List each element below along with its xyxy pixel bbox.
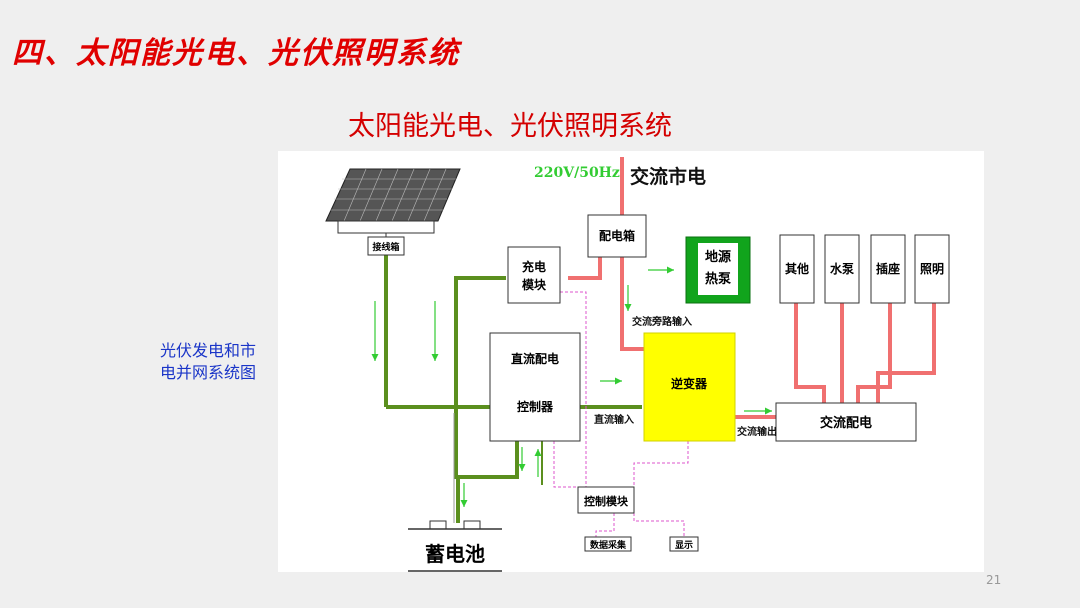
battery-icon <box>408 520 502 572</box>
dc-wiring <box>384 255 642 523</box>
data-collection-label: 数据采集 <box>590 539 627 551</box>
load-box-socket: 插座 <box>870 234 906 304</box>
voltage-label: 220V/50Hz <box>534 165 620 181</box>
ac-distribution-label: 交流配电 <box>820 415 872 431</box>
load-label-other: 其他 <box>785 261 809 276</box>
battery-label: 蓄电池 <box>425 542 485 566</box>
ac-distribution-box: 交流配电 <box>775 402 917 442</box>
charge-module: 充电 模块 <box>507 246 561 304</box>
solar-panel-icon <box>325 168 461 237</box>
bypass-input-label: 交流旁路输入 <box>632 315 692 328</box>
ac-output-label: 交流输出 <box>737 425 777 438</box>
control-wiring <box>553 291 689 537</box>
charge-module-label-1: 充电 <box>522 259 546 274</box>
control-module-label: 控制模块 <box>584 494 629 508</box>
distribution-box-label: 配电箱 <box>599 228 635 243</box>
display-box: 显示 <box>669 536 699 552</box>
distribution-box: 配电箱 <box>587 214 647 258</box>
ac-wiring <box>568 157 936 419</box>
side-caption-line-2: 电并网系统图 <box>160 363 257 382</box>
junction-box-label: 接线箱 <box>372 241 399 253</box>
load-box-pump: 水泵 <box>824 234 860 304</box>
load-label-socket: 插座 <box>876 261 900 276</box>
diagram-title: 太阳能光电、光伏照明系统 <box>348 111 672 142</box>
display-label: 显示 <box>675 540 693 551</box>
side-caption-line-1: 光伏发电和市 <box>160 341 257 360</box>
side-caption: 光伏发电和市 电并网系统图 <box>160 340 280 384</box>
charge-module-label-2: 模块 <box>522 277 547 292</box>
junction-box: 接线箱 <box>367 236 405 256</box>
grid-label: 交流市电 <box>630 165 706 188</box>
load-label-pump: 水泵 <box>830 261 854 276</box>
system-diagram: 接线箱 配电箱 充电 模块 地源 热泵 直流配电 控制器 逆变器 交流配电 控制… <box>278 151 984 572</box>
load-label-lighting: 照明 <box>920 261 944 276</box>
flow-arrows <box>371 266 772 507</box>
inverter-label: 逆变器 <box>671 376 708 391</box>
load-box-lighting: 照明 <box>914 234 950 304</box>
heat-pump-label-1: 地源 <box>705 249 731 265</box>
heat-pump-box: 地源 热泵 <box>685 236 751 304</box>
slide-heading: 四、太阳能光电、光伏照明系统 <box>12 36 460 71</box>
heat-pump-label-2: 热泵 <box>705 271 731 287</box>
data-collection-box: 数据采集 <box>584 536 632 552</box>
load-box-other: 其他 <box>779 234 815 304</box>
dc-input-label: 直流输入 <box>594 413 634 426</box>
dc-distribution-box: 直流配电 控制器 <box>489 332 581 442</box>
dc-distribution-label: 直流配电 <box>511 351 559 366</box>
inverter-box: 逆变器 <box>643 332 736 442</box>
control-module-box: 控制模块 <box>577 486 635 514</box>
controller-label: 控制器 <box>517 399 554 414</box>
page-number: 21 <box>986 573 1002 587</box>
